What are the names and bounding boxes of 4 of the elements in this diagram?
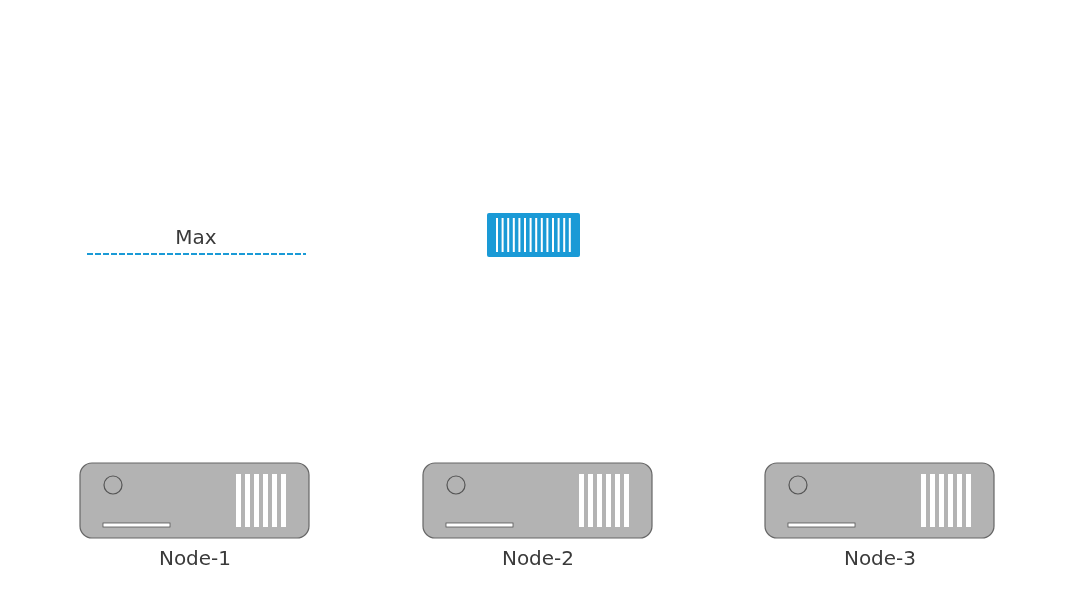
limit-label: Max: [174, 224, 218, 250]
node-label: Node-1: [157, 546, 233, 570]
node-label: Node-3: [842, 546, 918, 570]
node-label: Node-2: [500, 546, 576, 570]
